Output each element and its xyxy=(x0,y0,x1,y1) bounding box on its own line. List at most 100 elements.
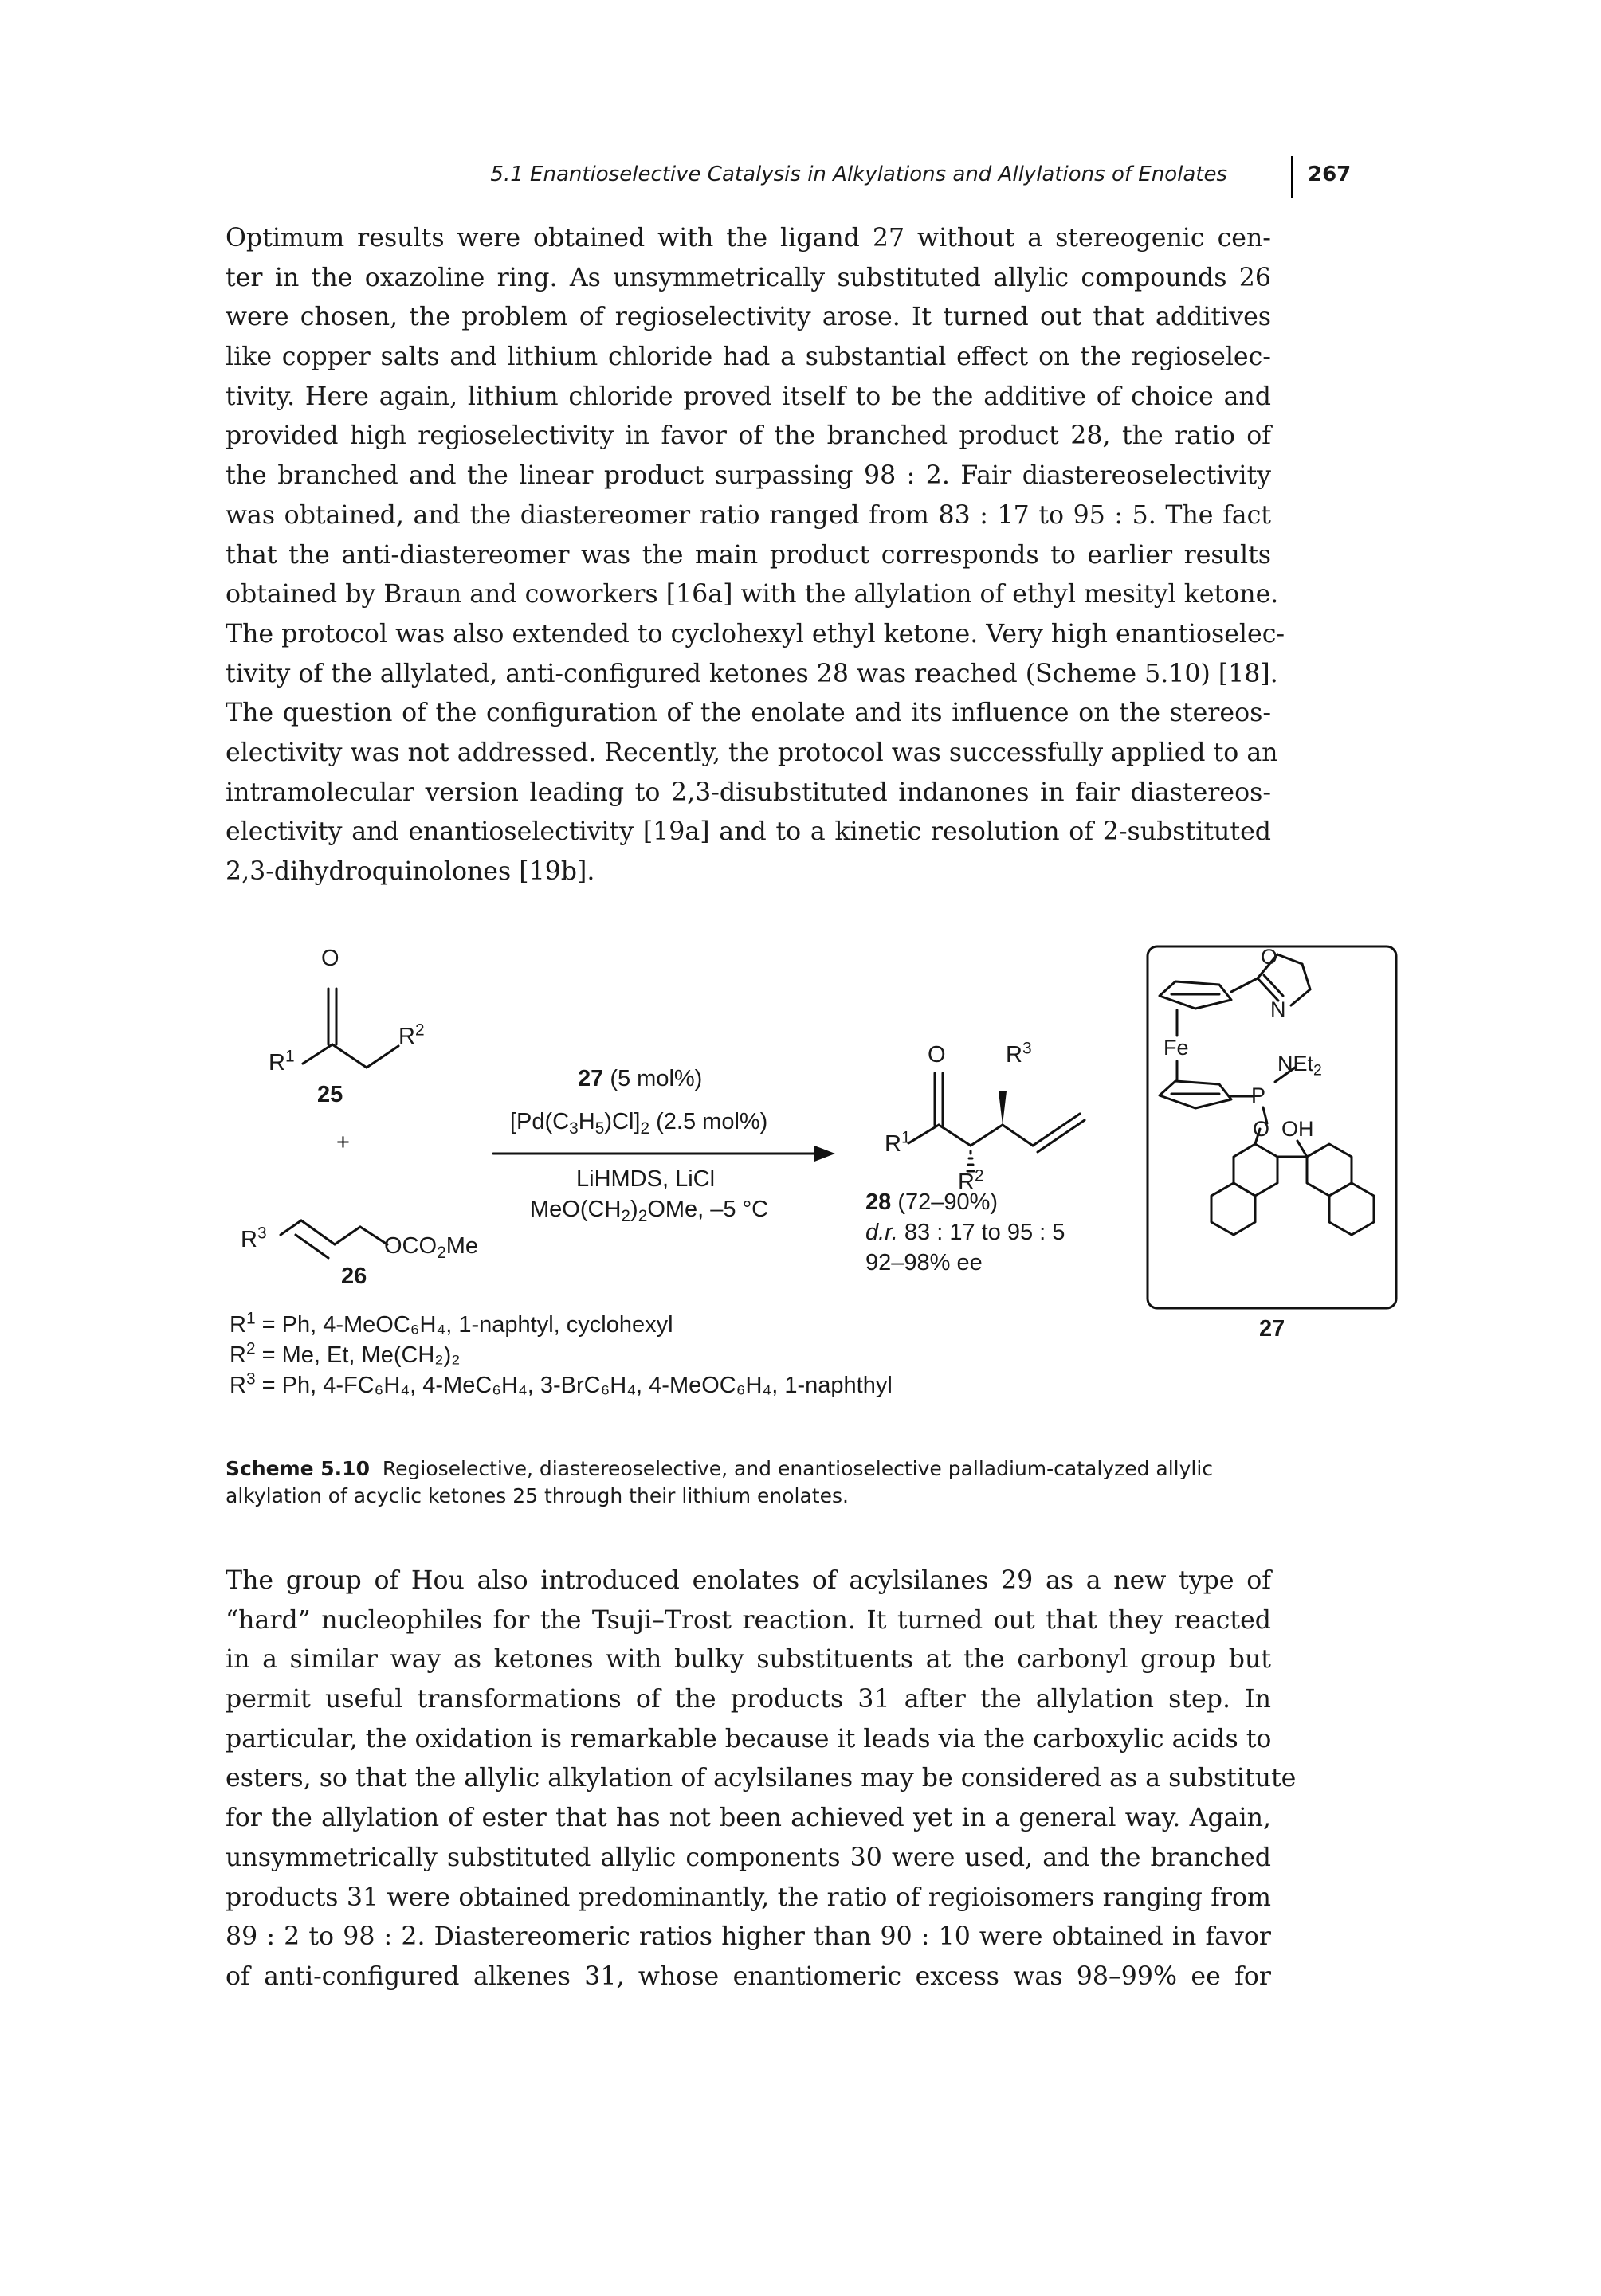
text-line: was obtained, and the diastereomer ratio… xyxy=(226,500,1271,530)
text-line: of anti-configured alkenes 31, whose ena… xyxy=(226,1961,1271,1991)
text-line: The protocol was also extended to cycloh… xyxy=(226,619,1285,648)
bond xyxy=(1296,1139,1309,1158)
bond xyxy=(294,1233,330,1260)
iron-label: Fe xyxy=(1163,1036,1189,1060)
wedge-bond xyxy=(999,1091,1007,1125)
compound-25-label: 25 xyxy=(317,1082,343,1107)
r1-label: R1 xyxy=(269,1047,295,1076)
paragraph-2: The group of Hou also introduced enolate… xyxy=(226,1561,1297,1997)
bond xyxy=(1031,1112,1081,1147)
bond xyxy=(1158,1079,1233,1110)
phosphorus-label: P xyxy=(1251,1083,1266,1107)
header-divider xyxy=(1291,156,1293,198)
bond xyxy=(1158,980,1233,1010)
r2-definition: R2 = Me, Et, Me(CH₂)₂ xyxy=(230,1339,461,1368)
r2-label: R2 xyxy=(398,1021,425,1049)
text-line: The question of the configuration of the… xyxy=(226,699,1271,728)
compound-27-label: 27 xyxy=(1259,1316,1285,1342)
bond xyxy=(1256,953,1279,980)
arrow-head xyxy=(814,1146,835,1162)
bond xyxy=(1289,988,1312,1007)
hydroxyl-label: OH xyxy=(1281,1117,1314,1141)
text-line: electivity and enantioselectivity [19a] … xyxy=(226,817,1271,847)
bond xyxy=(1254,1127,1262,1146)
product-yield: 28 (72–90%) xyxy=(865,1189,999,1215)
bond xyxy=(1036,1119,1086,1154)
text-line: were chosen, the problem of regioselecti… xyxy=(226,303,1271,332)
bond xyxy=(301,1043,334,1065)
condition-palladium: [Pd(C3H5)Cl]2 (2.5 mol%) xyxy=(510,1109,768,1138)
oxazoline-nitrogen-label: N xyxy=(1270,997,1286,1021)
bond xyxy=(1262,974,1285,997)
text-line: obtained by Braun and coworkers [16a] wi… xyxy=(226,580,1279,609)
text-line: like copper salts and lithium chloride h… xyxy=(226,343,1271,372)
bond xyxy=(365,1044,400,1069)
page-number: 267 xyxy=(1308,163,1352,186)
bond xyxy=(1256,977,1280,1002)
amine-label: NEt2 xyxy=(1277,1052,1322,1079)
bond xyxy=(937,1123,972,1147)
bond xyxy=(1230,977,1259,993)
compound-26-label: 26 xyxy=(341,1264,367,1289)
bond xyxy=(359,1225,389,1246)
text-line: products 31 were obtained predominantly,… xyxy=(226,1883,1271,1912)
bond xyxy=(333,1225,362,1246)
text-line: 2,3-dihydroquinolones [19b]. xyxy=(226,857,595,886)
bond xyxy=(1262,1106,1269,1125)
product-ee: 92–98% ee xyxy=(865,1250,983,1275)
product-r1-label: R1 xyxy=(885,1128,911,1157)
text-line: permit useful transformations of the pro… xyxy=(226,1685,1271,1714)
bond xyxy=(907,1123,940,1145)
r3-label: R3 xyxy=(241,1224,267,1252)
bond xyxy=(300,1219,336,1246)
text-line: that the anti-diastereomer was the main … xyxy=(226,540,1271,570)
text-line: “hard” nucleophiles for the Tsuji–Trost … xyxy=(226,1605,1271,1635)
condition-solvent: MeO(CH2)2OMe, –5 °C xyxy=(530,1197,769,1225)
text-line: unsymmetrically substituted allylic comp… xyxy=(226,1843,1271,1872)
scheme-caption: Scheme 5.10 Regioselective, diastereosel… xyxy=(226,1456,1277,1510)
bond xyxy=(1001,1123,1034,1147)
bond xyxy=(1276,953,1304,966)
bond xyxy=(1210,1181,1257,1236)
product-dr: d.r. 83 : 17 to 95 : 5 xyxy=(865,1220,1065,1245)
text-line: intramolecular version leading to 2,3-di… xyxy=(226,778,1271,807)
carbonyl-oxygen-label: O xyxy=(321,946,339,971)
text-line: the branched and the linear product surp… xyxy=(226,461,1271,491)
ligand-box xyxy=(1146,945,1398,1310)
caption-text: Regioselective, diastereoselective, and … xyxy=(226,1457,1214,1507)
caption-label: Scheme 5.10 xyxy=(226,1457,370,1480)
text-line: The group of Hou also introduced enolate… xyxy=(226,1566,1271,1595)
bond xyxy=(1301,962,1312,991)
product-r2-label: R2 xyxy=(958,1166,984,1195)
text-line: ter in the oxazoline ring. As unsymmetri… xyxy=(226,263,1271,292)
oxazoline-oxygen-label: O xyxy=(1261,945,1278,969)
r3-definition: R3 = Ph, 4-FC₆H₄, 4-MeC₆H₄, 3-BrC₆H₄, 4-… xyxy=(230,1369,893,1398)
product-oxygen-label: O xyxy=(928,1042,946,1068)
product-r3-label: R3 xyxy=(1006,1039,1032,1068)
text-line: in a similar way as ketones with bulky s… xyxy=(226,1645,1271,1675)
plus-sign: + xyxy=(336,1130,350,1155)
condition-base: LiHMDS, LiCl xyxy=(576,1166,716,1192)
text-line: 89 : 2 to 98 : 2. Diastereomeric ratios … xyxy=(226,1922,1271,1952)
bond xyxy=(279,1219,303,1236)
r1-definition: R1 = Ph, 4-MeOC₆H₄, 1-naphtyl, cyclohexy… xyxy=(230,1309,673,1338)
text-line: particular, the oxidation is remarkable … xyxy=(226,1724,1272,1753)
bond xyxy=(331,1043,368,1069)
header-title: 5.1 Enantioselective Catalysis in Alkyla… xyxy=(490,163,1227,186)
text-line: tivity. Here again, lithium chloride pro… xyxy=(226,382,1271,411)
ether-oxygen-label: O xyxy=(1253,1117,1270,1141)
carbonate-label: OCO2Me xyxy=(384,1233,478,1262)
text-line: esters, so that the allylic alkylation o… xyxy=(226,1764,1297,1793)
bond xyxy=(1273,1066,1297,1083)
scheme-bonds xyxy=(279,945,1398,1310)
text-line: electivity was not addressed. Recently, … xyxy=(226,738,1278,767)
condition-catalyst: 27 (5 mol%) xyxy=(578,1066,703,1091)
bond xyxy=(1328,1181,1375,1236)
reaction-scheme: O R1 R2 25 + R3 OCO2Me 26 27 (5 mol%) [P… xyxy=(0,932,1601,1410)
text-line: provided high regioselectivity in favor … xyxy=(226,421,1271,451)
running-header: 5.1 Enantioselective Catalysis in Alkyla… xyxy=(0,156,1601,204)
bond xyxy=(969,1123,1004,1147)
text-line: Optimum results were obtained with the l… xyxy=(226,224,1271,253)
text-line: for the allylation of ester that has not… xyxy=(226,1804,1271,1833)
